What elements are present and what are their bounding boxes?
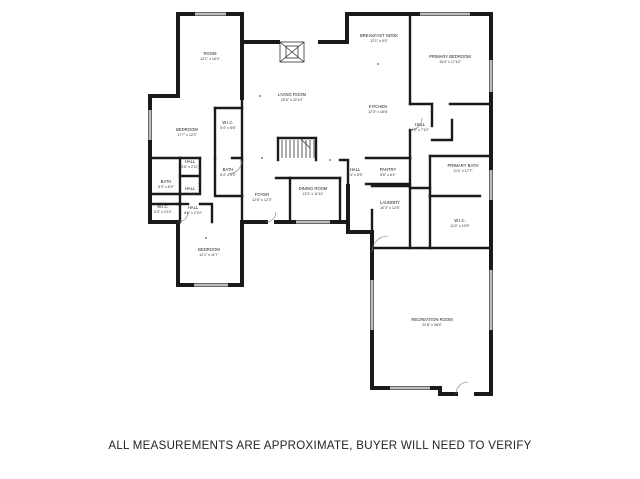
room-name: PRIMARY BATH [448,163,479,168]
room-dims: 20'6" x 22'10" [281,98,303,102]
room-name: HALL [185,159,196,164]
room-dims: 13'3" x 11'11" [302,192,324,196]
room-name: FOYER [255,192,269,197]
interior-walls [148,12,493,250]
room-dims: 5'6" x 6'1" [380,173,396,177]
room-dims: 5'4" x 8'8" [220,126,236,130]
room-name: BATH [161,179,172,184]
room-dims: 17'7" x 12'0" [177,133,197,137]
room-dims: 3'6" x 2'11" [181,165,199,169]
room-dims: 5'3" x 4'10" [154,210,172,214]
room-name: ROOM [203,51,217,56]
room-dims: 5'4" x 5'3" [220,173,236,177]
room-name: BEDROOM [176,127,198,132]
room-dims: 12'6" x 12'3" [252,198,272,202]
room-dims: 4'6" x 5'6" [182,192,198,196]
room-name: HALL [185,186,196,191]
room-labels: ROOM 12'1" x 16'4" BREAKFAST NOOK 12'1" … [154,33,478,327]
room-name: BATH [223,167,234,172]
disclaimer-text: ALL MEASUREMENTS ARE APPROXIMATE, BUYER … [108,440,532,452]
room-dims: 15'4" x 17'10" [439,60,461,64]
details [148,12,493,395]
room-dims: 22'6" x 28'4" [422,323,442,327]
room-name: PANTRY [380,167,397,172]
room-dims: 12'3" x 18'6" [368,110,388,114]
room-name: HALL [188,205,199,210]
room-name: PRIMARY BEDROOM [429,54,471,59]
room-name: DINING ROOM [299,186,328,191]
room-name: W.I.C. [454,218,465,223]
room-name: HALL [415,122,426,127]
room-name: LIVING ROOM [278,92,306,97]
room-dims: 10'2" x 12'6" [380,206,400,210]
room-dims: 8'6" x 2'10" [184,211,202,215]
room-dims: 12'1" x 9'0" [370,39,388,43]
room-dims: 12'1" x 11'7" [199,253,219,257]
room-name: LAUNDRY [380,200,400,205]
room-dims: 12'1" x 16'4" [200,57,220,61]
room-dims: 3'4" x 5'9" [347,173,363,177]
room-dims: 5'3" x 8'9" [158,185,174,189]
room-dims: 11'4" x 17'7" [453,169,473,173]
room-dims: 11'4" x 10'9" [450,224,470,228]
room-name: BREAKFAST NOOK [360,33,398,38]
room-name: W.I.C. [157,204,168,209]
room-name: W.I.C. [222,120,233,125]
room-name: KITCHEN [369,104,387,109]
room-name: HALL [350,167,361,172]
room-name: BEDROOM [198,247,220,252]
room-name: RECREATION ROOM [411,317,453,322]
room-dims: 4'0" x 7'10" [411,128,429,132]
